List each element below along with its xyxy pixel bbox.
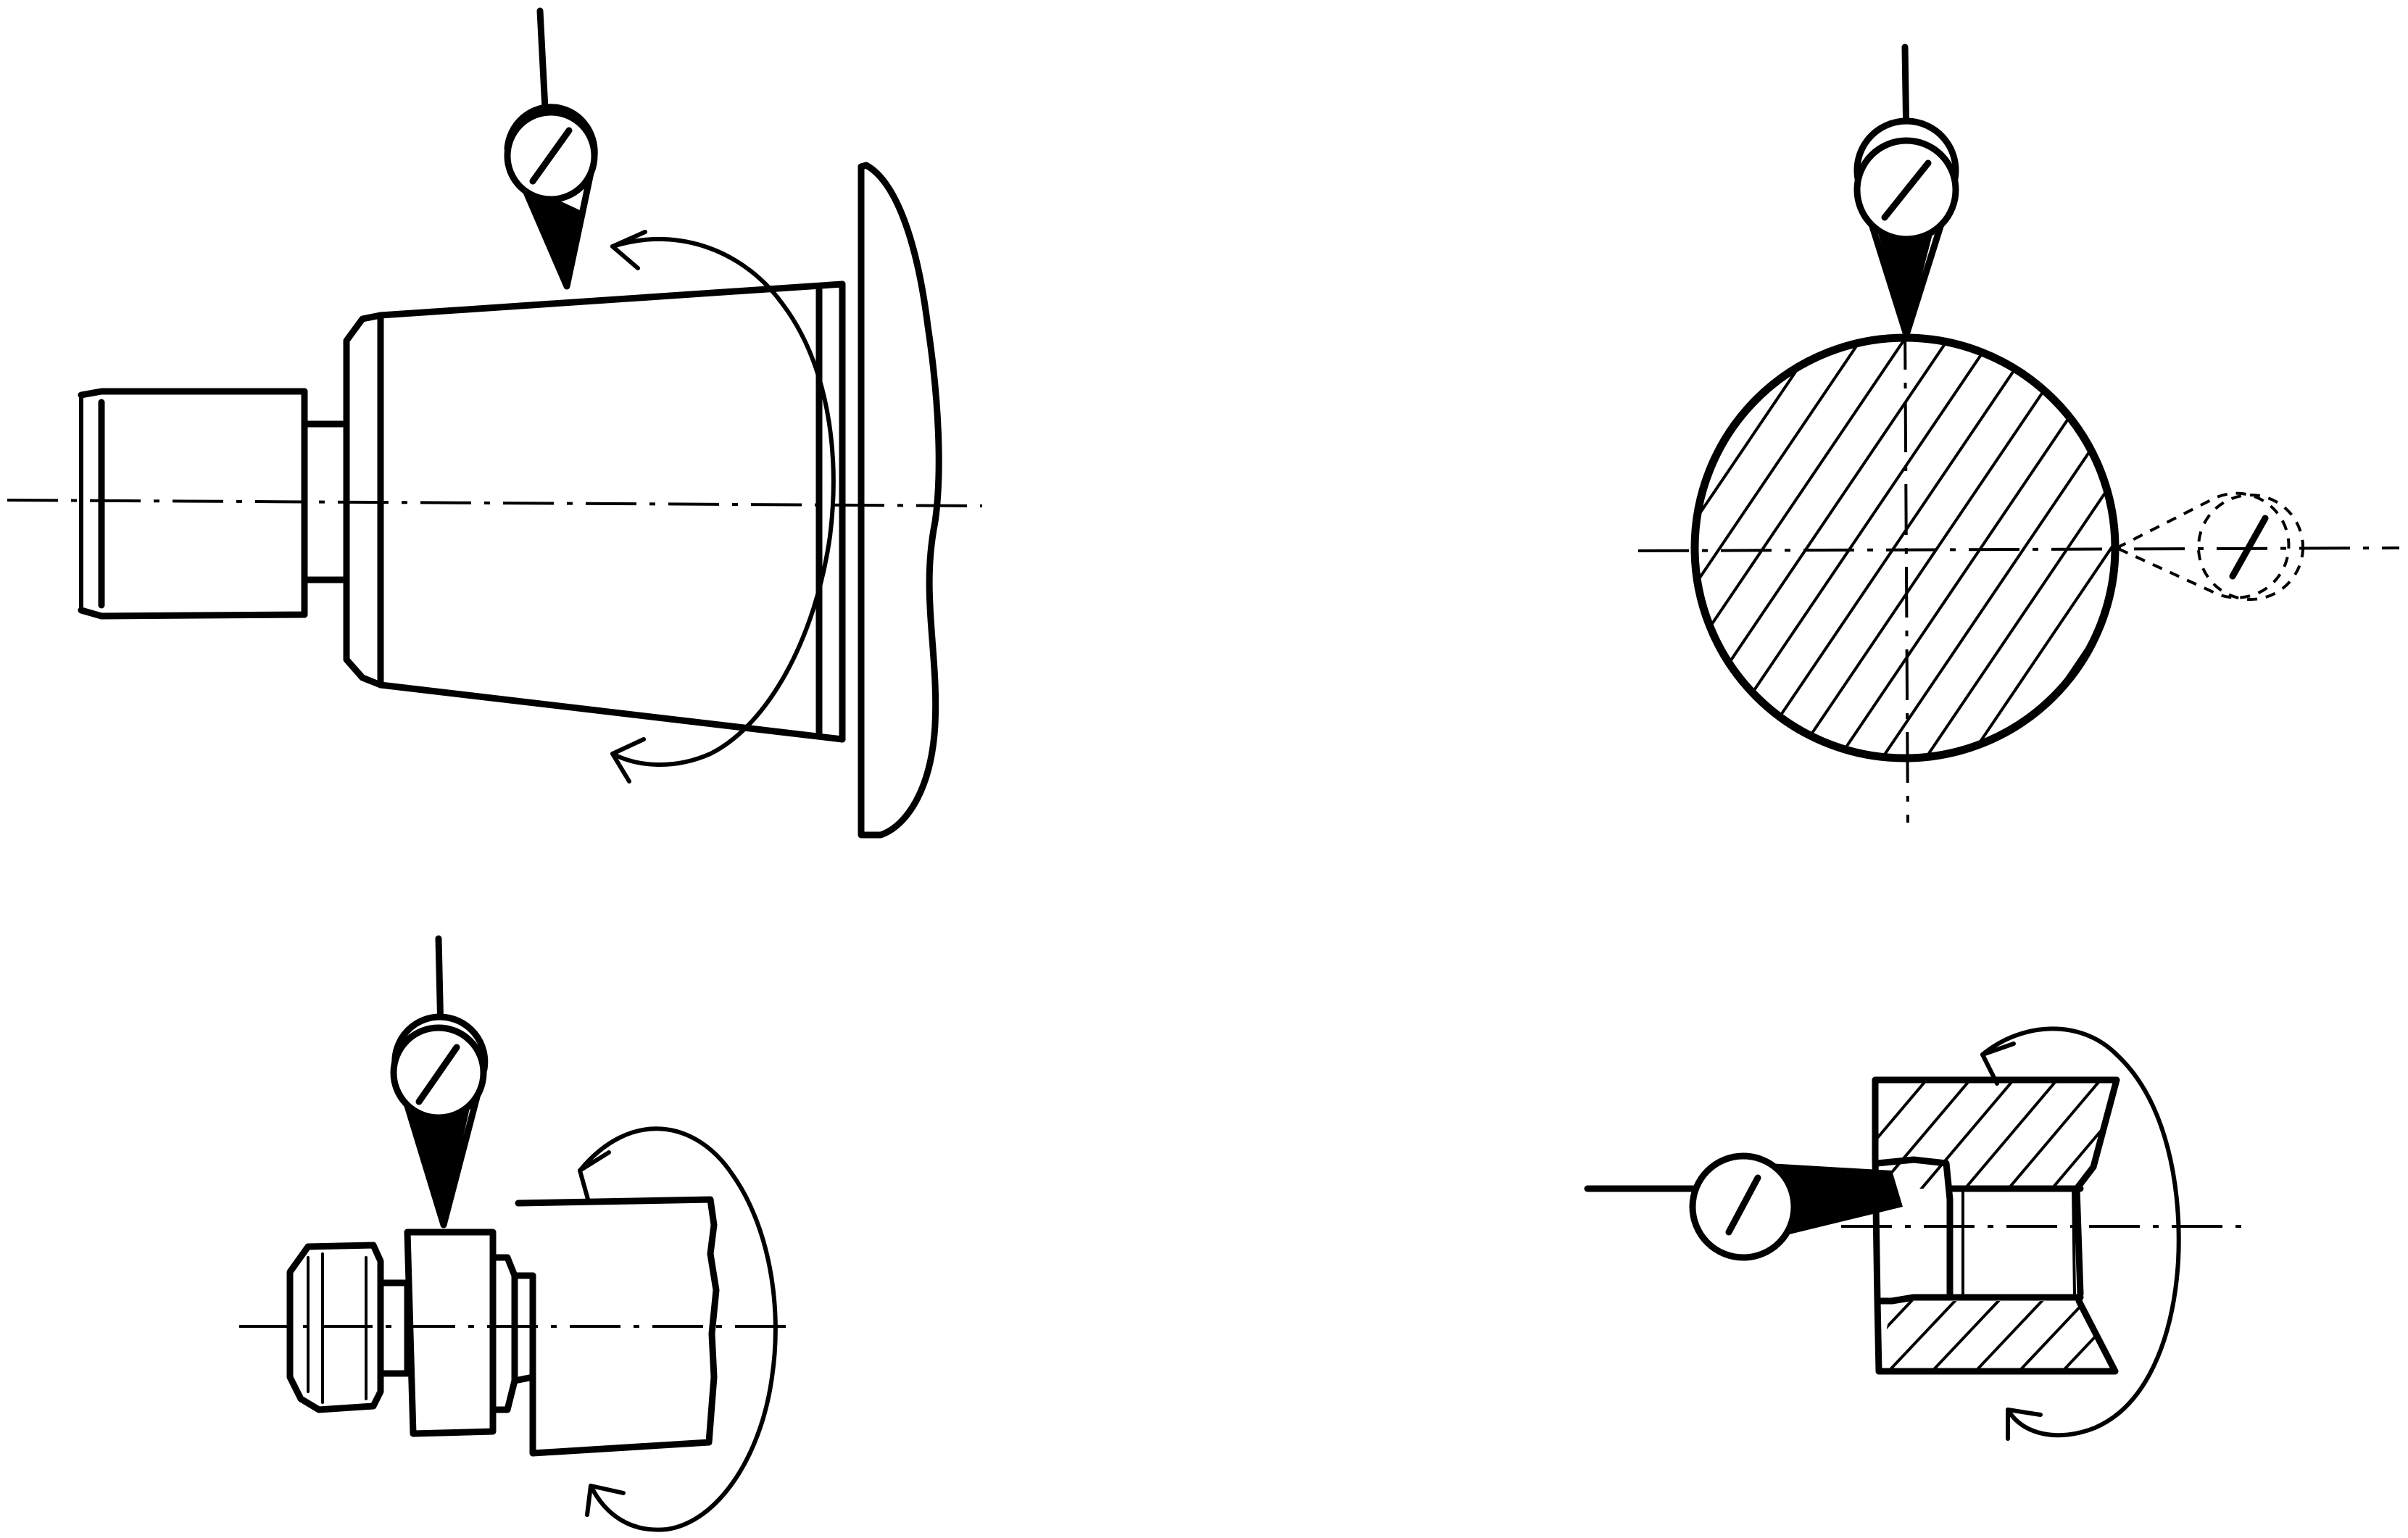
centerline-vertical bbox=[1903, 318, 1909, 823]
shaft-collar bbox=[343, 312, 384, 689]
threaded-end bbox=[78, 388, 350, 620]
dial-indicator bbox=[390, 935, 489, 1229]
small-threaded-end bbox=[286, 1242, 411, 1413]
dial-indicator-side bbox=[1584, 1152, 1903, 1261]
rotation-arrow bbox=[610, 230, 836, 783]
centerline bbox=[7, 499, 983, 507]
dial-indicator bbox=[504, 7, 598, 290]
view-stepped-cone-shaft bbox=[7, 7, 983, 839]
section-hatching bbox=[1695, 338, 2115, 758]
rotation-arrow bbox=[578, 1126, 778, 1532]
conical-body bbox=[377, 280, 846, 743]
view-round-section bbox=[1637, 43, 2400, 823]
view-small-stepped-shaft bbox=[239, 935, 790, 1532]
large-step bbox=[515, 1196, 720, 1457]
middle-step bbox=[404, 1229, 536, 1437]
bushing-hatching-bottom bbox=[1879, 1301, 2115, 1371]
rotation-arrow bbox=[1980, 1026, 2181, 1441]
dial-indicator-side bbox=[2113, 491, 2304, 601]
shaft-flange bbox=[858, 162, 942, 839]
dial-indicator-top bbox=[1853, 43, 1959, 338]
centerline-horizontal bbox=[1637, 546, 2400, 552]
view-bushing-section bbox=[1584, 1026, 2247, 1441]
bushing-outline bbox=[1872, 1076, 2120, 1375]
